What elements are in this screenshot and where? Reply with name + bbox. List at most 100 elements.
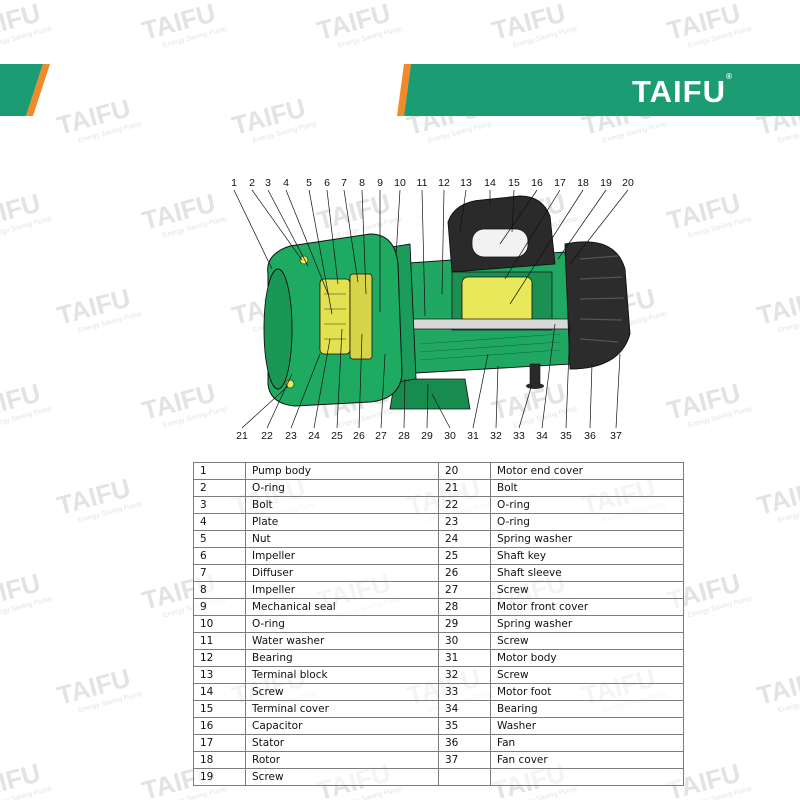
svg-text:Energy Saving Pump: Energy Saving Pump — [162, 406, 227, 430]
svg-text:Energy Saving Pump: Energy Saving Pump — [77, 121, 142, 145]
part-name-cell: Fan cover — [490, 751, 684, 769]
svg-text:Energy Saving Pump: Energy Saving Pump — [687, 786, 752, 800]
callout-number: 29 — [421, 430, 433, 442]
top-bolt — [299, 255, 309, 265]
svg-text:Energy Saving Pump: Energy Saving Pump — [77, 311, 142, 335]
svg-text:TAIFU: TAIFU — [139, 378, 219, 426]
part-name-cell: Screw — [490, 666, 684, 684]
part-number-cell: 12 — [193, 649, 246, 667]
part-name-cell: Impeller — [245, 547, 439, 565]
motor-foot-pad — [526, 383, 544, 389]
part-number-cell: 9 — [193, 598, 246, 616]
callout-number: 8 — [359, 177, 365, 189]
part-number-cell: 36 — [438, 734, 491, 752]
callout-number: 16 — [531, 177, 543, 189]
rotor — [461, 276, 533, 324]
callout-number: 15 — [508, 177, 520, 189]
part-name-cell: Plate — [245, 513, 439, 531]
part-number-cell: 24 — [438, 530, 491, 548]
callout-number: 25 — [331, 430, 343, 442]
svg-text:TAIFU: TAIFU — [54, 473, 134, 521]
part-number-cell: 17 — [193, 734, 246, 752]
part-number-cell: 10 — [193, 615, 246, 633]
svg-text:Energy Saving Pump: Energy Saving Pump — [162, 26, 227, 50]
callout-number: 22 — [261, 430, 273, 442]
svg-text:Energy Saving Pump: Energy Saving Pump — [0, 216, 53, 240]
part-number-cell: 27 — [438, 581, 491, 599]
part-number-cell: 8 — [193, 581, 246, 599]
svg-text:TAIFU: TAIFU — [0, 758, 44, 800]
motor-foot — [529, 363, 541, 385]
callout-number: 10 — [394, 177, 406, 189]
svg-text:Energy Saving Pump: Energy Saving Pump — [777, 501, 800, 525]
svg-text:Energy Saving Pump: Energy Saving Pump — [337, 26, 402, 50]
part-name-cell: Terminal cover — [245, 700, 439, 718]
part-number-cell: 15 — [193, 700, 246, 718]
callout-number: 11 — [417, 177, 428, 189]
part-name-cell: O-ring — [490, 496, 684, 514]
part-name-cell: O-ring — [245, 615, 439, 633]
callout-number: 5 — [306, 177, 312, 189]
fan-cover — [564, 241, 631, 370]
part-number-cell: 34 — [438, 700, 491, 718]
svg-text:Energy Saving Pump: Energy Saving Pump — [427, 121, 492, 145]
callout-number: 17 — [554, 177, 566, 189]
callout-number: 36 — [584, 430, 596, 442]
part-number-cell: 13 — [193, 666, 246, 684]
part-name-cell: Nut — [245, 530, 439, 548]
part-name-cell: O-ring — [245, 479, 439, 497]
svg-text:Energy Saving Pump: Energy Saving Pump — [687, 406, 752, 430]
part-number-cell: 19 — [193, 768, 246, 786]
part-number-cell: 1 — [193, 462, 246, 480]
svg-text:TAIFU: TAIFU — [664, 378, 744, 426]
part-name-cell: Motor body — [490, 649, 684, 667]
svg-text:TAIFU: TAIFU — [664, 188, 744, 236]
capacitor — [471, 228, 529, 258]
svg-text:TAIFU: TAIFU — [54, 283, 134, 331]
callout-number: 2 — [249, 177, 255, 189]
svg-text:Energy Saving Pump: Energy Saving Pump — [512, 786, 577, 800]
svg-text:TAIFU: TAIFU — [754, 473, 800, 521]
diffuser — [349, 273, 373, 360]
part-number-cell: 29 — [438, 615, 491, 633]
svg-text:Energy Saving Pump: Energy Saving Pump — [337, 786, 402, 800]
pump-foot — [389, 378, 471, 410]
svg-text:TAIFU: TAIFU — [139, 0, 219, 46]
svg-text:Energy Saving Pump: Energy Saving Pump — [77, 691, 142, 715]
svg-text:TAIFU: TAIFU — [139, 188, 219, 236]
svg-text:Energy Saving Pump: Energy Saving Pump — [252, 121, 317, 145]
svg-text:Energy Saving Pump: Energy Saving Pump — [687, 26, 752, 50]
part-name-cell: Motor foot — [490, 683, 684, 701]
part-name-cell — [490, 768, 684, 786]
callout-number: 31 — [467, 430, 479, 442]
registered-mark: ® — [725, 72, 733, 81]
callout-number: 12 — [438, 177, 450, 189]
part-number-cell: 18 — [193, 751, 246, 769]
svg-text:TAIFU: TAIFU — [54, 663, 134, 711]
part-number-cell: 5 — [193, 530, 246, 548]
part-name-cell: Fan — [490, 734, 684, 752]
page-title: Structure — [116, 66, 294, 109]
callout-number: 18 — [577, 177, 589, 189]
